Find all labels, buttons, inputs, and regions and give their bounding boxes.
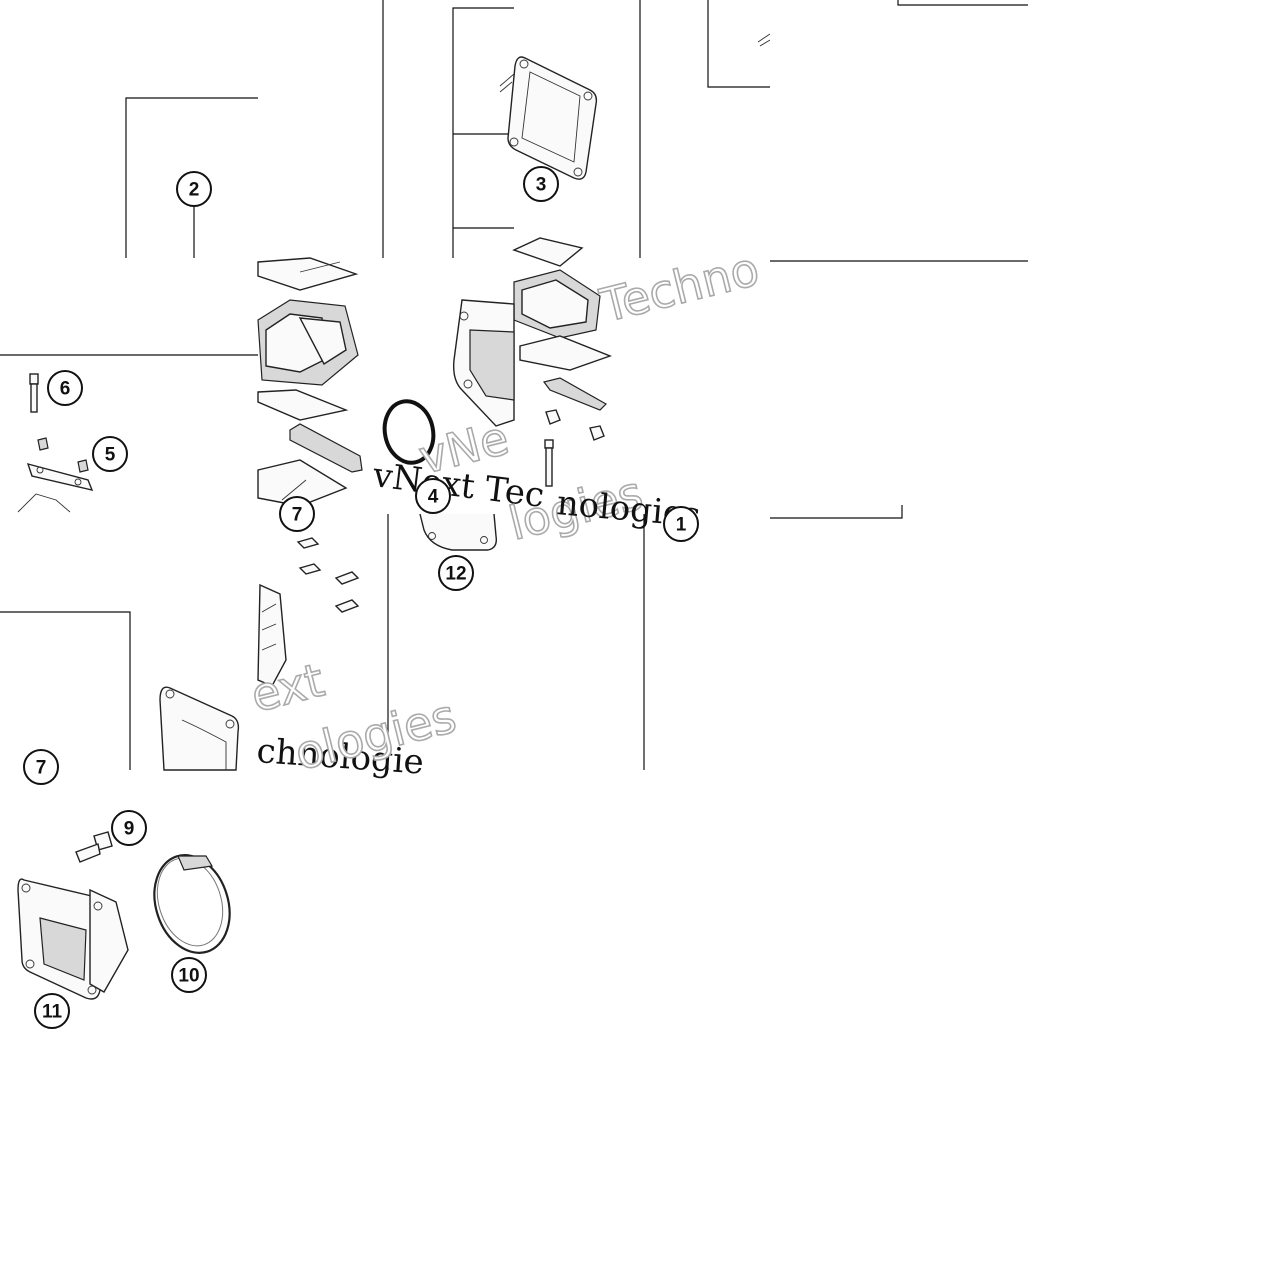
callout-7: 7 <box>279 496 315 532</box>
svg-text:9: 9 <box>124 819 135 840</box>
callout-1: 1 <box>663 506 699 542</box>
intake-manifold <box>257 299 515 687</box>
svg-text:6: 6 <box>60 379 71 400</box>
callout-12: 12 <box>438 555 474 591</box>
callout-2: 2 <box>176 171 212 207</box>
svg-text:5: 5 <box>105 445 116 466</box>
svg-text:1: 1 <box>676 515 687 536</box>
o-ring-4 <box>382 399 436 465</box>
callout-9: 9 <box>111 810 147 846</box>
screws-right <box>544 409 605 487</box>
watermark-outline-1: Techno <box>595 241 765 332</box>
callout-11: 11 <box>34 993 70 1029</box>
callout-4: 4 <box>415 478 451 514</box>
intake-flange-11 <box>17 878 129 1000</box>
gasket-3 <box>499 33 771 180</box>
svg-text:4: 4 <box>428 487 439 508</box>
svg-text:12: 12 <box>445 564 466 585</box>
frame-lines <box>0 0 1028 770</box>
gasket-lower <box>159 686 240 771</box>
callout-5: 5 <box>92 436 128 472</box>
svg-text:10: 10 <box>178 966 199 987</box>
hose-clamp-10 <box>153 854 231 954</box>
callout-3: 3 <box>523 166 559 202</box>
svg-text:3: 3 <box>536 175 547 196</box>
callout-6: 6 <box>47 370 83 406</box>
gasket-12 <box>419 513 498 551</box>
bolts-5 <box>17 437 94 513</box>
reed-valve-block <box>257 257 363 507</box>
svg-text:11: 11 <box>42 1002 63 1023</box>
callouts: 2 3 6 5 4 7 1 12 7 9 10 11 <box>23 166 699 1029</box>
screw-6 <box>29 373 39 413</box>
svg-text:7: 7 <box>36 758 47 779</box>
callout-10: 10 <box>171 957 207 993</box>
reed-valve-block-2 <box>512 237 612 411</box>
callout-7b: 7 <box>23 749 59 785</box>
svg-text:2: 2 <box>189 180 200 201</box>
bolt-9 <box>75 831 113 863</box>
svg-text:7: 7 <box>292 505 303 526</box>
screws-7 <box>296 537 360 613</box>
